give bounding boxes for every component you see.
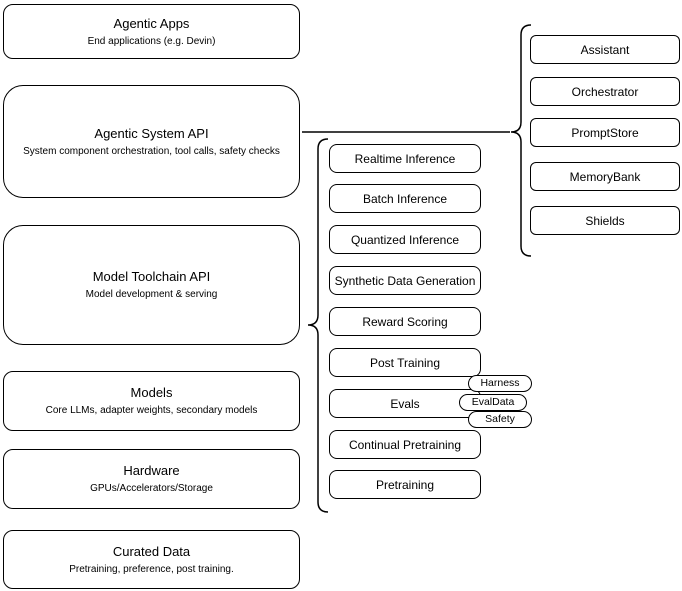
toolchain-item-reward-scoring: Reward Scoring [329,307,481,336]
toolchain-item-label: Evals [390,396,420,411]
system-components-brace [510,24,532,257]
toolchain-item-synthetic-data-generation: Synthetic Data Generation [329,266,481,295]
toolchain-item-label: Batch Inference [362,191,448,206]
toolchain-item-realtime-inference: Realtime Inference [329,144,481,173]
system-component-label: MemoryBank [569,169,641,184]
layer-subtitle: Model development & serving [85,289,218,300]
toolchain-item-label: Pretraining [375,477,435,492]
system-component-shields: Shields [530,206,680,235]
layer-box-agentic-system-api: Agentic System API System component orch… [3,85,300,198]
eval-tag-label: Safety [485,413,515,425]
layer-box-hardware: Hardware GPUs/Accelerators/Storage [3,449,300,509]
eval-tag-label: EvalData [471,396,515,408]
toolchain-item-evals: Evals [329,389,481,418]
toolchain-item-batch-inference: Batch Inference [329,184,481,213]
eval-tag-evaldata: EvalData [459,394,527,411]
toolchain-item-continual-pretraining: Continual Pretraining [329,430,481,459]
toolchain-item-label: Post Training [369,355,441,370]
layer-title: Hardware [123,463,180,478]
toolchain-item-quantized-inference: Quantized Inference [329,225,481,254]
toolchain-item-pretraining: Pretraining [329,470,481,499]
toolchain-brace [307,138,329,513]
toolchain-item-label: Quantized Inference [350,232,460,247]
toolchain-item-label: Synthetic Data Generation [334,273,476,288]
layer-subtitle: End applications (e.g. Devin) [87,35,216,47]
system-component-assistant: Assistant [530,35,680,64]
toolchain-item-label: Reward Scoring [362,314,448,329]
layer-subtitle: Pretraining, preference, post training. [69,563,234,575]
layer-box-agentic-apps: Agentic Apps End applications (e.g. Devi… [3,4,300,59]
system-component-memorybank: MemoryBank [530,162,680,191]
toolchain-item-label: Continual Pretraining [348,437,462,452]
eval-tag-harness: Harness [468,375,532,392]
eval-tag-label: Harness [480,377,520,389]
eval-tag-safety: Safety [468,411,532,428]
layer-box-models: Models Core LLMs, adapter weights, secon… [3,371,300,431]
layer-box-curated-data: Curated Data Pretraining, preference, po… [3,530,300,589]
layer-title: Curated Data [112,543,191,559]
system-component-orchestrator: Orchestrator [530,77,680,106]
system-component-label: Orchestrator [571,84,639,99]
system-component-promptstore: PromptStore [530,118,680,147]
layer-box-model-toolchain-api: Model Toolchain API Model development & … [3,225,300,345]
layer-title: Models [130,385,173,400]
toolchain-item-post-training: Post Training [329,348,481,377]
layer-subtitle: System component orchestration, tool cal… [23,145,280,157]
system-component-label: PromptStore [571,125,639,140]
layer-title: Agentic Apps [113,15,190,31]
system-component-label: Shields [585,213,625,228]
layer-title: Agentic System API [94,125,209,141]
layer-title: Model Toolchain API [92,269,211,284]
toolchain-item-label: Realtime Inference [354,151,456,166]
layer-subtitle: Core LLMs, adapter weights, secondary mo… [45,405,258,416]
system-component-label: Assistant [580,42,630,57]
layer-subtitle: GPUs/Accelerators/Storage [90,483,213,494]
